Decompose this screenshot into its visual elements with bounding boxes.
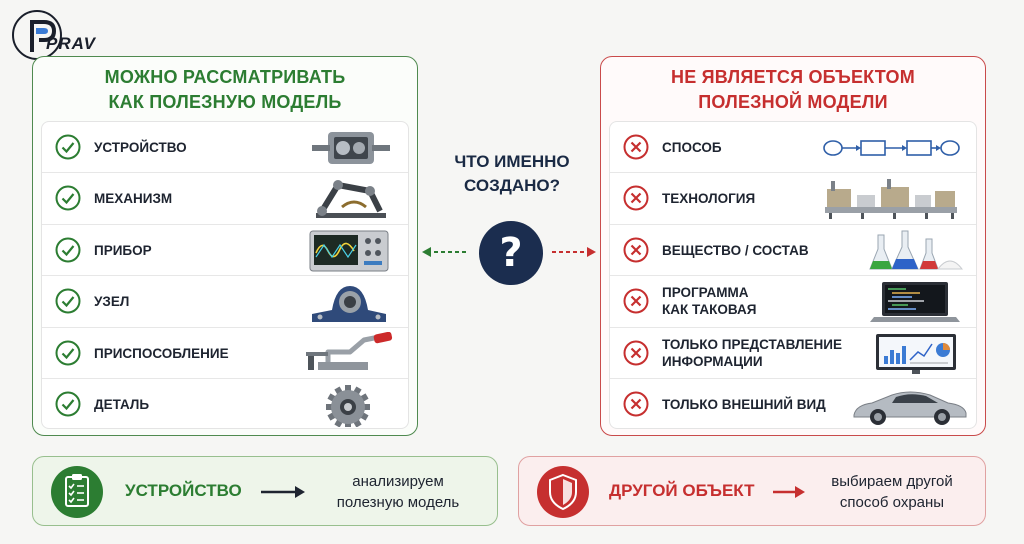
left-title-line2: КАК ПОЛЕЗНУЮ МОДЕЛЬ xyxy=(108,92,342,112)
shield-icon xyxy=(537,466,589,518)
x-circle-icon xyxy=(623,185,649,211)
gear-image xyxy=(326,385,370,427)
item-label: УЗЕЛ xyxy=(94,294,130,310)
linkage-image xyxy=(316,180,386,219)
right-title-line2: ПОЛЕЗНОЙ МОДЕЛИ xyxy=(698,92,888,112)
item-label: СПОСОБ xyxy=(662,122,722,173)
item-label-line1: СПОСОБ xyxy=(662,140,722,155)
check-circle-icon xyxy=(55,185,81,211)
right-list: СПОСОБ ТЕХНОЛОГИЯ xyxy=(609,121,977,429)
bottom-right-text: выбираем другой способ охраны xyxy=(817,471,967,513)
center-question: ЧТО ИМЕННО СОЗДАНО? xyxy=(440,150,584,198)
item-label-line1: ВЕЩЕСТВО / СОСТАВ xyxy=(662,242,809,258)
dashboard-monitor-image xyxy=(876,333,956,374)
dashed-arrow-left-icon xyxy=(422,247,466,257)
bottom-left-heading: УСТРОЙСТВО xyxy=(125,481,242,500)
bottom-right-text-line2: способ охраны xyxy=(839,494,945,511)
oscilloscope-image xyxy=(309,230,389,272)
left-panel-title: МОЖНО РАССМАТРИВАТЬ КАК ПОЛЕЗНУЮ МОДЕЛЬ xyxy=(33,65,417,115)
question-icon: ? xyxy=(473,220,549,286)
gearbox-image xyxy=(312,132,390,164)
logo-text: PRAV xyxy=(46,34,96,53)
car-image xyxy=(853,391,967,425)
item-label: ДЕТАЛЬ xyxy=(94,397,150,412)
item-label-line1: ПРОГРАММА xyxy=(662,285,749,301)
bottom-left-text: анализируем полезную модель xyxy=(323,471,473,513)
list-item: МЕХАНИЗМ xyxy=(42,173,408,225)
item-label: ПРИСПОСОБЛЕНИЕ xyxy=(94,345,229,361)
x-circle-icon xyxy=(623,237,649,263)
item-label: ТОЛЬКО ПРЕДСТАВЛЕНИЕ ИНФОРМАЦИИ xyxy=(662,328,842,379)
bottom-left-text-line1: анализируем xyxy=(352,473,444,490)
left-title-line1: МОЖНО РАССМАТРИВАТЬ xyxy=(104,67,346,87)
toggle-clamp-image xyxy=(306,331,393,370)
bottom-left-text-line2: полезную модель xyxy=(336,494,460,511)
check-circle-icon xyxy=(55,391,81,417)
item-label: УСТРОЙСТВО xyxy=(94,140,187,155)
item-label: ПРОГРАММА КАК ТАКОВАЯ xyxy=(662,276,756,327)
dashed-arrow-right-icon xyxy=(552,247,596,257)
arrow-right-icon xyxy=(773,486,805,498)
question-line2: СОЗДАНО? xyxy=(464,176,560,195)
item-label: ВЕЩЕСТВО / СОСТАВ xyxy=(662,225,809,276)
list-item: ВЕЩЕСТВО / СОСТАВ xyxy=(610,225,976,277)
right-panel-title: НЕ ЯВЛЯЕТСЯ ОБЪЕКТОМ ПОЛЕЗНОЙ МОДЕЛИ xyxy=(601,65,985,115)
right-panel: НЕ ЯВЛЯЕТСЯ ОБЪЕКТОМ ПОЛЕЗНОЙ МОДЕЛИ СПО… xyxy=(600,56,986,436)
check-circle-icon xyxy=(55,288,81,314)
bottom-right-heading: ДРУГОЙ ОБЪЕКТ xyxy=(609,481,755,500)
list-item: ТОЛЬКО ВНЕШНИЙ ВИД xyxy=(610,379,976,430)
check-circle-icon xyxy=(55,340,81,366)
list-item: УСТРОЙСТВО xyxy=(42,122,408,174)
process-flow-image xyxy=(823,140,960,156)
x-circle-icon xyxy=(623,134,649,160)
bottom-right-text-line1: выбираем другой xyxy=(831,473,953,490)
logo: PRAV xyxy=(12,10,132,60)
list-item: ДЕТАЛЬ xyxy=(42,379,408,430)
list-item: УЗЕЛ xyxy=(42,276,408,328)
item-label-line1: ТОЛЬКО ПРЕДСТАВЛЕНИЕ xyxy=(662,336,842,352)
arrow-right-icon xyxy=(261,486,305,498)
bearing-unit-image xyxy=(312,286,386,323)
x-circle-icon xyxy=(623,288,649,314)
list-item: ПРИСПОСОБЛЕНИЕ xyxy=(42,328,408,379)
bottom-left-card: УСТРОЙСТВО анализируем полезную модель xyxy=(32,456,498,526)
item-label-line2: ИНФОРМАЦИИ xyxy=(662,353,763,369)
list-item: ПРОГРАММА КАК ТАКОВАЯ xyxy=(610,276,976,328)
production-line-image xyxy=(825,179,957,220)
list-item: ТОЛЬКО ПРЕДСТАВЛЕНИЕ ИНФОРМАЦИИ xyxy=(610,328,976,379)
item-label: ТОЛЬКО ВНЕШНИЙ ВИД xyxy=(662,379,826,430)
item-label-line2: КАК ТАКОВАЯ xyxy=(662,302,757,318)
list-item: СПОСОБ xyxy=(610,122,976,174)
left-panel: МОЖНО РАССМАТРИВАТЬ КАК ПОЛЕЗНУЮ МОДЕЛЬ … xyxy=(32,56,418,436)
laptop-code-image xyxy=(870,282,960,323)
question-circle-icon xyxy=(479,221,543,285)
check-circle-icon xyxy=(55,237,81,263)
left-list: УСТРОЙСТВО МЕХАНИЗМ ПРИБОР xyxy=(41,121,409,429)
item-label: МЕХАНИЗМ xyxy=(94,191,173,207)
item-label-line1: ТЕХНОЛОГИЯ xyxy=(662,191,756,207)
item-label: ТЕХНОЛОГИЯ xyxy=(662,173,755,224)
item-label-line1: ТОЛЬКО ВНЕШНИЙ ВИД xyxy=(662,397,826,412)
question-line1: ЧТО ИМЕННО xyxy=(454,152,570,171)
logo-mark xyxy=(30,20,56,52)
bottom-right-card: ДРУГОЙ ОБЪЕКТ выбираем другой способ охр… xyxy=(518,456,986,526)
flasks-image xyxy=(869,230,964,270)
right-title-line1: НЕ ЯВЛЯЕТСЯ ОБЪЕКТОМ xyxy=(671,67,915,87)
list-item: ТЕХНОЛОГИЯ xyxy=(610,173,976,225)
list-item: ПРИБОР xyxy=(42,225,408,277)
check-circle-icon xyxy=(55,134,81,160)
question-symbol: ? xyxy=(499,230,523,276)
x-circle-icon xyxy=(623,340,649,366)
clipboard-check-icon xyxy=(51,466,103,518)
x-circle-icon xyxy=(623,391,649,417)
item-label: ПРИБОР xyxy=(94,242,152,258)
